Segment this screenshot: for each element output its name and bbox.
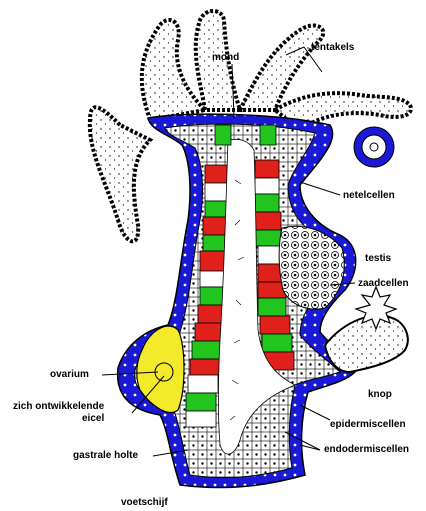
label-gastrale-holte: gastrale holte bbox=[73, 450, 138, 461]
label-voetschijf: voetschijf bbox=[121, 497, 168, 508]
label-knop: knop bbox=[368, 389, 392, 400]
label-netelcellen: netelcellen bbox=[343, 190, 395, 201]
label-eicel-line2: eicel bbox=[82, 413, 104, 424]
bud bbox=[325, 287, 408, 372]
label-ovarium: ovarium bbox=[50, 369, 89, 380]
label-endodermiscellen: endodermiscellen bbox=[324, 444, 426, 455]
nematocyst-battery bbox=[354, 127, 394, 167]
label-zaadcellen: zaadcellen bbox=[358, 278, 409, 289]
label-eicel-line1: zich ontwikkelende bbox=[13, 401, 104, 412]
label-epidermiscellen: epidermiscellen bbox=[330, 419, 406, 430]
label-tentakels: tentakels bbox=[311, 42, 354, 53]
label-mond: mond bbox=[212, 52, 239, 63]
label-testis: testis bbox=[365, 253, 391, 264]
tentacle-left bbox=[90, 107, 150, 241]
